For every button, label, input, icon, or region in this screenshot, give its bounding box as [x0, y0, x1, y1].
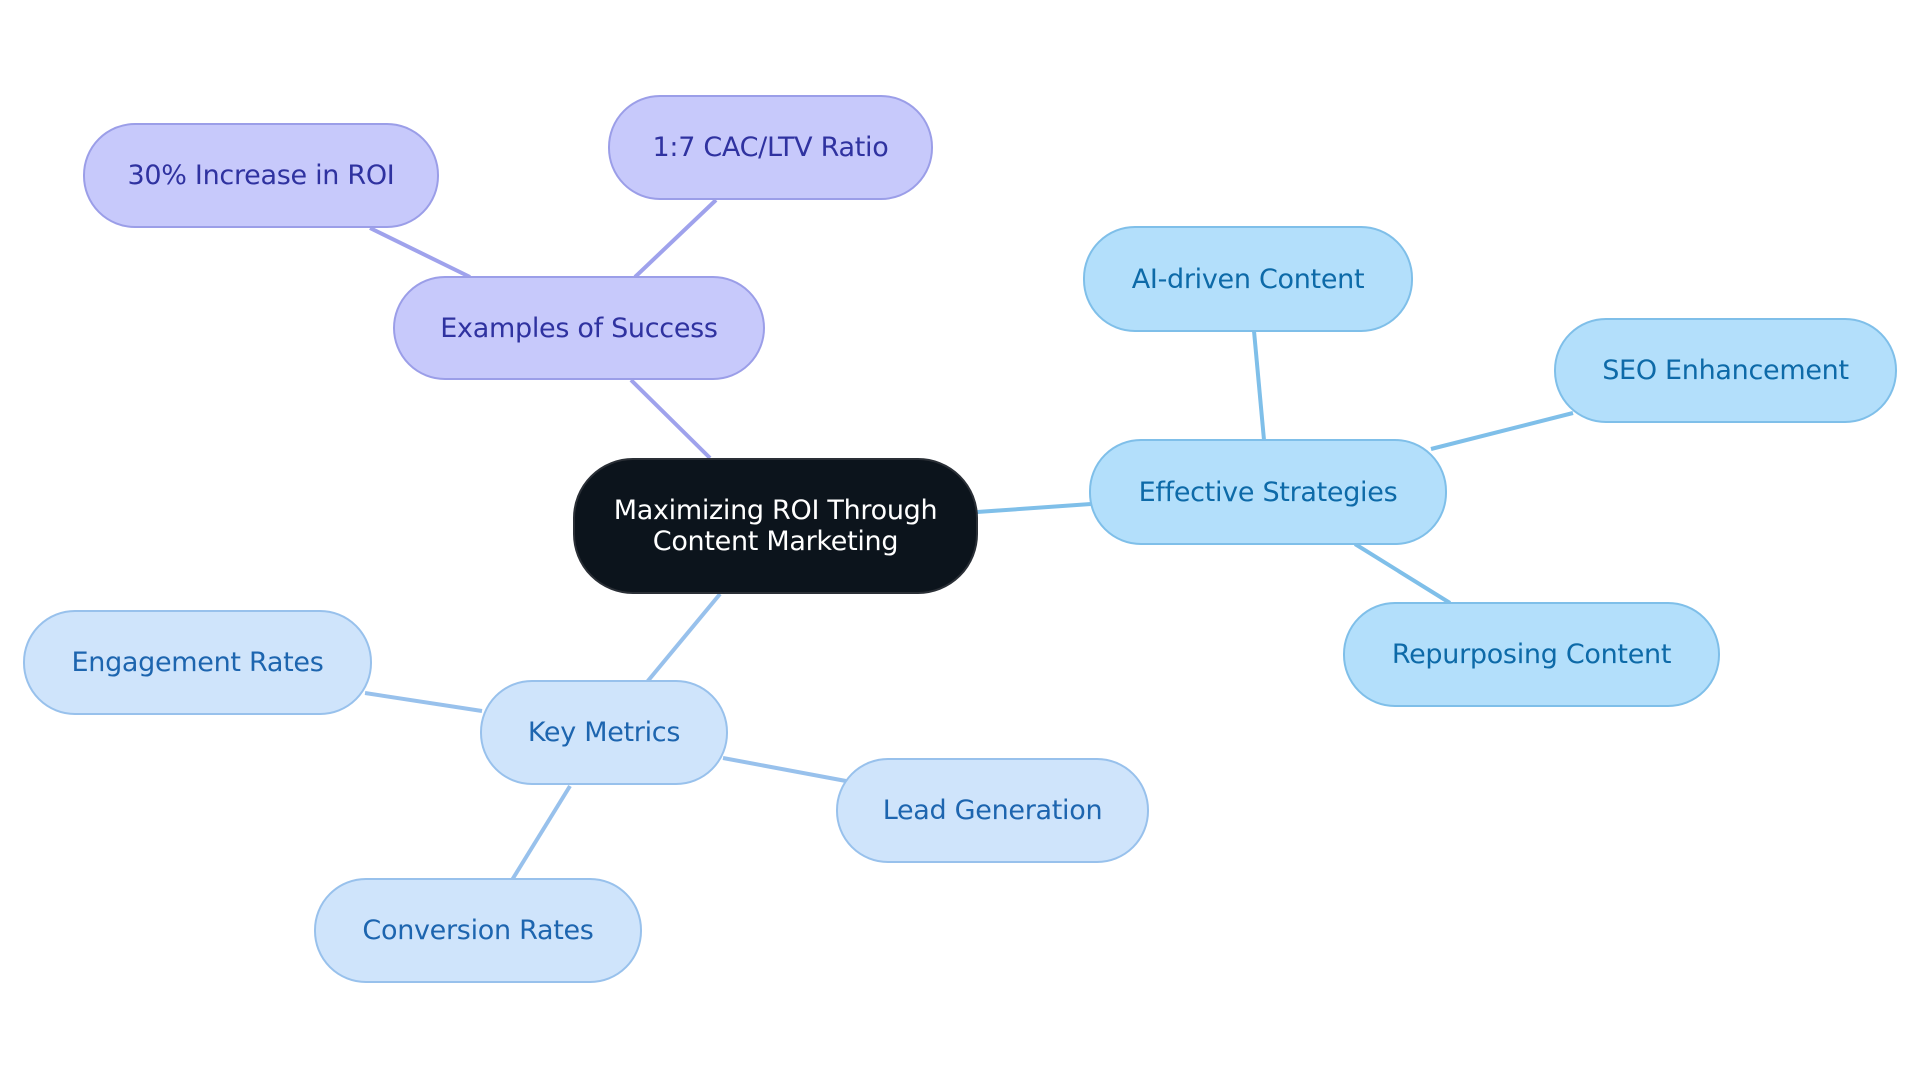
node-label: Repurposing Content	[1391, 639, 1672, 670]
edge-root-strategies	[976, 502, 1092, 514]
edge-strategies-repurpose	[1353, 542, 1452, 605]
edge-root-examples	[629, 378, 712, 460]
edge-metrics-engagement	[364, 691, 483, 713]
edge-examples-cacltv	[633, 198, 718, 279]
node-seo-enhancement[interactable]: SEO Enhancement	[1554, 318, 1897, 423]
node-label: AI-driven Content	[1131, 263, 1365, 295]
edge-strategies-ai	[1252, 330, 1266, 441]
node-ai-driven-content[interactable]: AI-driven Content	[1083, 226, 1413, 332]
edge-metrics-lead	[722, 756, 847, 783]
node-repurposing-content[interactable]: Repurposing Content	[1343, 602, 1720, 707]
node-cac-ltv-ratio[interactable]: 1:7 CAC/LTV Ratio	[608, 95, 933, 200]
root-label-line-1: Maximizing ROI Through	[613, 495, 938, 526]
node-label: Conversion Rates	[362, 915, 594, 946]
node-conversion-rates[interactable]: Conversion Rates	[314, 878, 642, 983]
edge-root-metrics	[645, 592, 722, 684]
edge-metrics-conversion	[510, 784, 572, 882]
node-engagement-rates[interactable]: Engagement Rates	[23, 610, 372, 715]
node-label: 1:7 CAC/LTV Ratio	[652, 132, 889, 163]
node-label: SEO Enhancement	[1602, 355, 1849, 386]
node-effective-strategies[interactable]: Effective Strategies	[1089, 439, 1447, 545]
edge-strategies-seo	[1430, 411, 1574, 451]
root-label-line-2: Content Marketing	[652, 526, 899, 557]
node-label: Examples of Success	[440, 312, 718, 344]
edge-examples-roi30	[369, 226, 471, 279]
node-lead-generation[interactable]: Lead Generation	[836, 758, 1149, 863]
node-key-metrics[interactable]: Key Metrics	[480, 680, 728, 785]
root-node-label: Maximizing ROI Through Content Marketing	[614, 495, 938, 557]
node-30-percent-increase-roi[interactable]: 30% Increase in ROI	[83, 123, 439, 228]
node-label: Lead Generation	[882, 795, 1103, 826]
root-node[interactable]: Maximizing ROI Through Content Marketing	[573, 458, 978, 594]
node-label: 30% Increase in ROI	[127, 160, 395, 191]
node-examples-of-success[interactable]: Examples of Success	[393, 276, 765, 380]
node-label: Engagement Rates	[71, 647, 324, 678]
node-label: Effective Strategies	[1138, 476, 1398, 508]
node-label: Key Metrics	[527, 717, 681, 748]
